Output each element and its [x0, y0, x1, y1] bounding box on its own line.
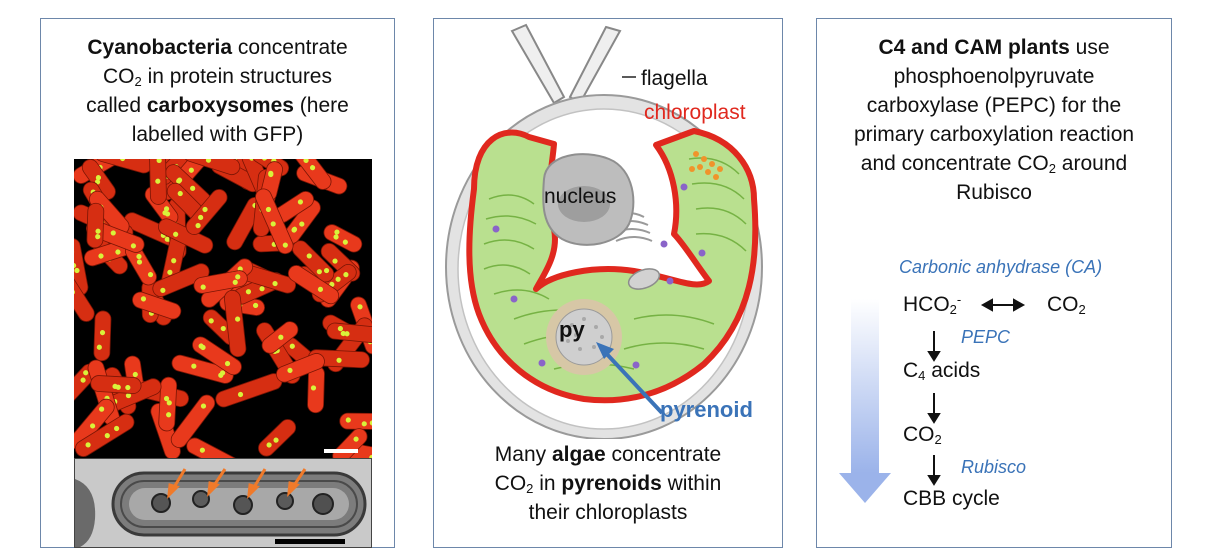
c4-main: C: [903, 359, 919, 382]
cyanobacterium-cell: [132, 291, 182, 320]
co2-subscript: 2: [1078, 302, 1086, 317]
cyanobacterium-cell: [185, 189, 228, 235]
hco2-subscript: 2: [949, 302, 957, 317]
co2-main: CO: [1047, 293, 1079, 316]
arrow-left-head: [980, 298, 993, 312]
co2-second-label: CO2: [903, 423, 942, 447]
cyanobacterium-cell: [261, 321, 299, 354]
pathway-graphics: [839, 298, 1026, 503]
cyanobacterium-cell: [170, 394, 216, 448]
algae-panel: flagella chloroplast nucleus py pyrenoid…: [433, 18, 783, 548]
c4-acids-label: C4 acids: [903, 359, 980, 383]
caption-text: primary carboxylation reaction: [853, 123, 1135, 146]
cyanobacterium-cell: [339, 412, 372, 430]
cyanobacteria-caption: Cyanobacteria concentrate CO2 in protein…: [41, 33, 394, 149]
flagella-shape: [510, 23, 622, 105]
caption-bold-carboxysomes: carboxysomes: [146, 94, 294, 117]
electron-micrograph: [74, 458, 372, 548]
c4-rest: acids: [925, 359, 981, 382]
cyanobacterium-cell: [90, 375, 142, 394]
caption-subscript: 2: [526, 481, 534, 496]
caption-text: (here: [293, 94, 349, 117]
cyanobacterium-cell: [287, 265, 340, 305]
co2b-subscript: 2: [934, 432, 942, 447]
c4-cam-panel: C4 and CAM plants use phosphoenolpyruvat…: [816, 18, 1172, 548]
cyanobacterium-cell: [283, 199, 321, 244]
caption-text: phosphoenolpyruvate: [893, 65, 1095, 88]
hco2-main: HCO: [903, 293, 950, 316]
rubisco-label: Rubisco: [961, 457, 1027, 477]
caption-bold-pyrenoids: pyrenoids: [561, 472, 662, 495]
chloroplast-label: chloroplast: [644, 101, 746, 124]
caption-text: carboxylase (PEPC) for the: [866, 94, 1122, 117]
co2-label: CO2: [1047, 293, 1086, 317]
cyanobacterium-cell: [148, 159, 167, 205]
cyanobacterium-cell: [193, 270, 248, 294]
pyrenoid-label: pyrenoid: [660, 397, 753, 422]
caption-text: and concentrate CO: [860, 152, 1049, 175]
caption-subscript: 2: [134, 74, 142, 89]
caption-text: Many: [494, 443, 552, 466]
caption-text: use: [1069, 36, 1110, 59]
caption-bold-cyanobacteria: Cyanobacteria: [87, 36, 233, 59]
cyanobacterium-cell: [74, 413, 135, 457]
c4-cam-caption: C4 and CAM plants use phosphoenolpyruvat…: [817, 33, 1171, 207]
arrow-right-head: [1013, 298, 1026, 312]
scale-bar: [324, 449, 358, 453]
caption-text: concentrate: [232, 36, 348, 59]
pyrenoid-shape: [555, 308, 613, 366]
algal-cell-diagram: flagella chloroplast nucleus py pyrenoid: [445, 23, 763, 439]
cyanobacterium-cell: [192, 336, 242, 376]
cyanobacterium-cell: [152, 263, 210, 297]
cyanobacterium-cell: [74, 398, 115, 450]
cyanobacterium-cell: [74, 266, 95, 322]
cyanobacterium-cell: [171, 354, 234, 384]
caption-text: called: [86, 94, 147, 117]
py-label: py: [559, 317, 585, 342]
hco2-label: HCO2-: [903, 293, 961, 317]
cyanobacterium-cell: [93, 310, 112, 362]
fluorescence-micrograph: [74, 159, 372, 469]
co2b-main: CO: [903, 423, 935, 446]
cyanobacterium-cell: [291, 159, 332, 190]
caption-co2: CO: [103, 65, 135, 88]
caption-text: labelled with GFP): [131, 123, 304, 146]
cyanobacterium-cell: [275, 353, 325, 383]
cyanobacterium-cell: [326, 322, 372, 345]
caption-text: their chloroplasts: [528, 501, 688, 524]
cyanobacterium-cell: [255, 188, 294, 255]
flagella-label: flagella: [641, 67, 708, 90]
caption-text: Rubisco: [956, 181, 1032, 204]
cyanobacteria-panel: Cyanobacteria concentrate CO2 in protein…: [40, 18, 395, 548]
pepc-label: PEPC: [961, 327, 1011, 347]
nucleus-label: nucleus: [544, 185, 616, 208]
carbonic-anhydrase-label: Carbonic anhydrase (CA): [899, 257, 1103, 277]
caption-text: within: [661, 472, 722, 495]
caption-text: in: [533, 472, 562, 495]
algae-caption: Many algae concentrate CO2 in pyrenoids …: [434, 440, 782, 527]
gradient-down-arrow: [839, 299, 891, 503]
caption-text: in protein structures: [141, 65, 332, 88]
caption-co2: CO: [494, 472, 527, 495]
cyanobacterium-cell: [223, 289, 247, 358]
cyanobacteria-cells-image: [74, 159, 372, 469]
cyanobacterium-cell: [161, 231, 187, 288]
caption-bold-algae: algae: [551, 443, 606, 466]
caption-subscript: 2: [1048, 161, 1056, 176]
cyanobacterium-cell: [323, 224, 363, 253]
cyanobacterium-cell: [258, 419, 297, 457]
cyanobacterium-cell: [86, 202, 105, 249]
caption-text: concentrate: [605, 443, 722, 466]
caption-bold-c4-cam: C4 and CAM plants: [878, 36, 1070, 59]
hco2-superscript: -: [956, 292, 962, 307]
c4-subscript: 4: [918, 368, 926, 383]
cyanobacterium-cell: [158, 376, 178, 432]
cbb-cycle-label: CBB cycle: [903, 487, 1000, 510]
carboxysome-tem-image: [75, 459, 371, 547]
caption-text: around: [1055, 152, 1128, 175]
cyanobacterium-cell: [182, 159, 241, 176]
